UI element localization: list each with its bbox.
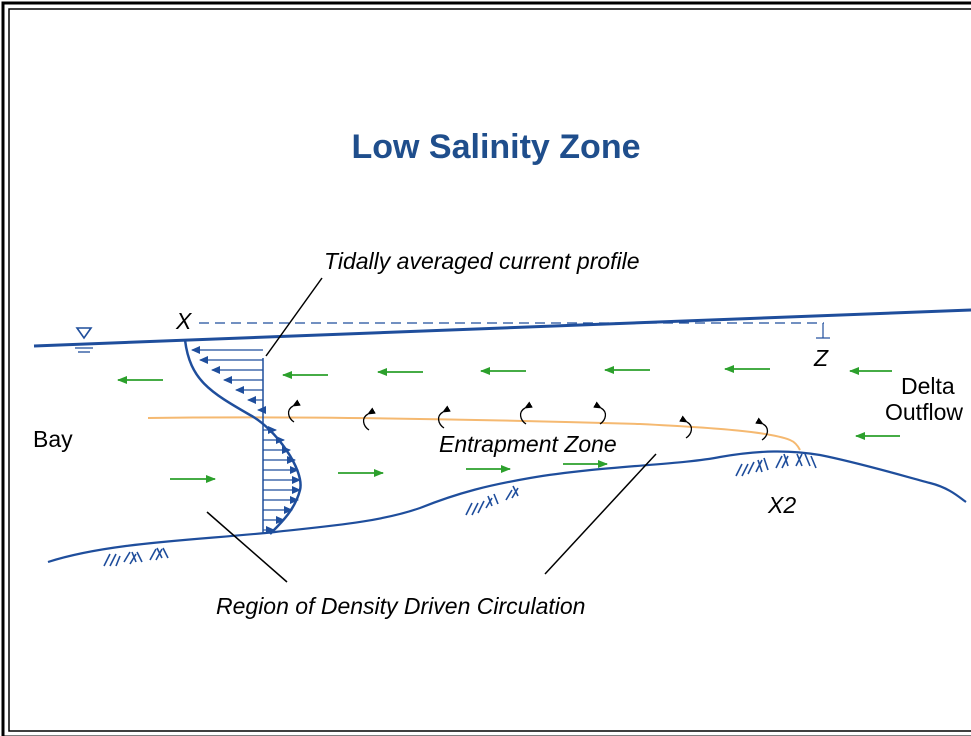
bay-label: Bay [33, 426, 73, 452]
profile-vectors [191, 346, 301, 534]
density-region-label: Region of Density Driven Circulation [216, 593, 585, 619]
sediment-hatch-icon [465, 485, 519, 516]
eddy-swirl-icon [362, 407, 376, 431]
diagram-title: Low Salinity Zone [351, 128, 640, 166]
delta-label: Delta [901, 373, 955, 399]
channel-bed-line [47, 450, 967, 564]
profile-leader-line [265, 277, 323, 357]
entrapment-leader-line [544, 453, 657, 575]
eddy-swirl-icon [755, 417, 769, 441]
salinity-interface-line [147, 416, 801, 451]
eddy-swirl-icon [679, 415, 693, 439]
entrapment-zone-label: Entrapment Zone [439, 431, 617, 457]
profile-curve [183, 339, 302, 535]
water-level-triangle-icon [75, 327, 93, 353]
sediment-hatch-icon [735, 453, 817, 477]
current-profile-label: Tidally averaged current profile [324, 248, 640, 274]
current-profile [183, 339, 302, 535]
x-marker-label: X [175, 308, 193, 334]
eddy-swirl-icon [437, 405, 451, 429]
sediment-hatch-icon [103, 547, 169, 567]
eddy-swirl-icon [593, 401, 607, 425]
eddy-swirl-icon [519, 401, 533, 425]
outflow-label: Outflow [885, 399, 963, 425]
density-leader-line [206, 511, 288, 583]
water-surface-line [33, 308, 971, 348]
z-marker-label: Z [813, 345, 829, 371]
x2-label: X2 [767, 492, 796, 518]
inner-frame [8, 8, 971, 732]
eddies [287, 399, 769, 441]
flow-arrows [117, 365, 900, 483]
eddy-swirl-icon [287, 399, 301, 423]
